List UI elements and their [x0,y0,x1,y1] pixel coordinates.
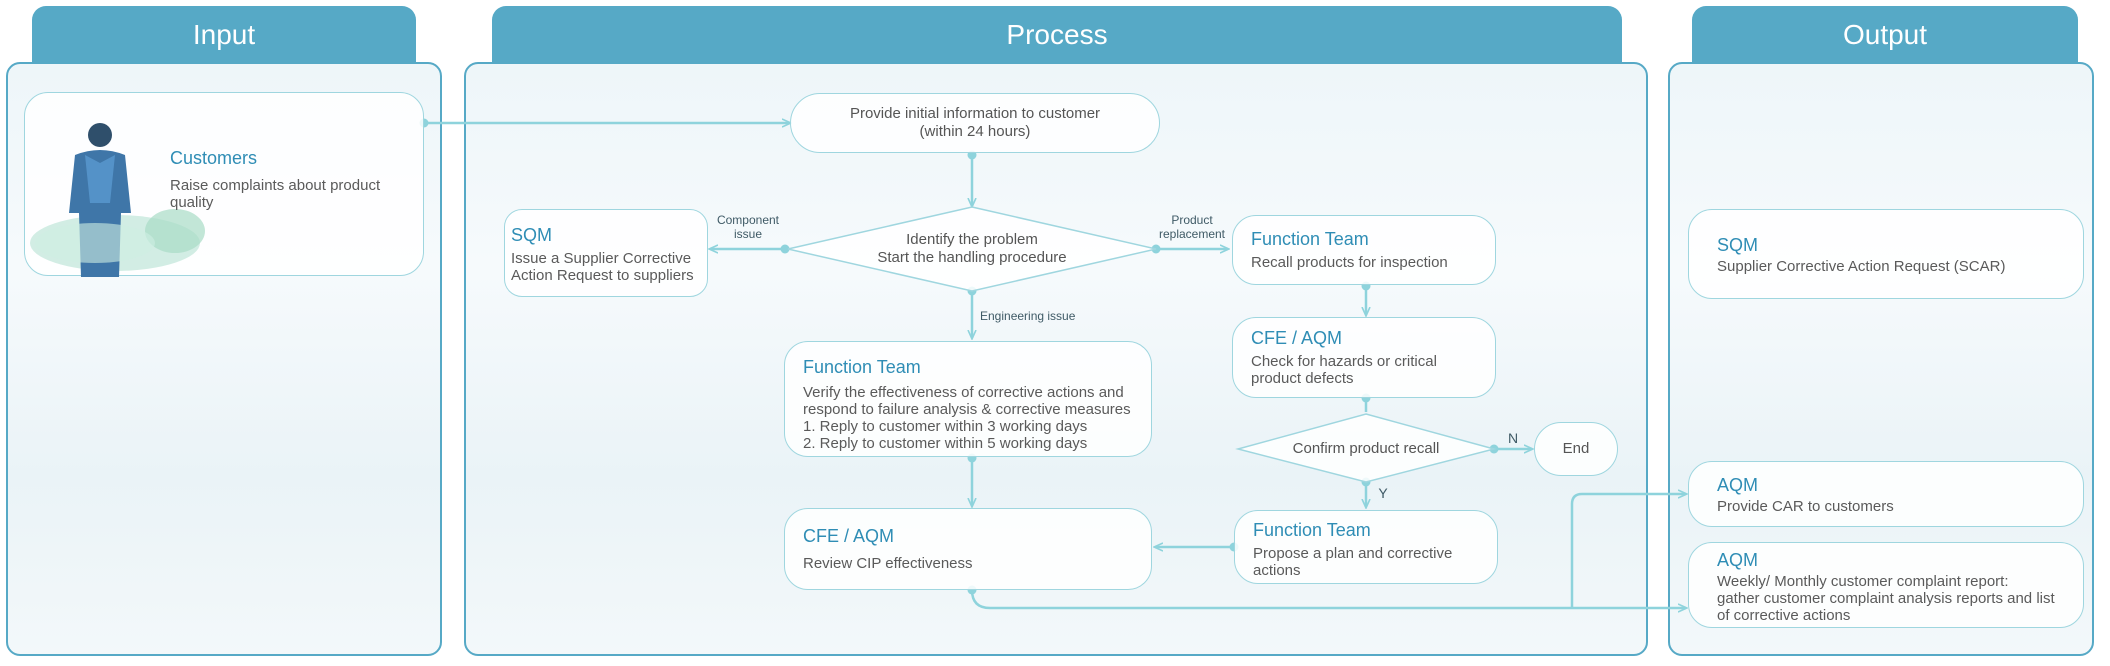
output-aqm-report-text: Weekly/ Monthly customer complaint repor… [1717,573,2055,624]
cfe-check-title: CFE / AQM [1251,328,1343,348]
function-verify-title: Function Team [803,357,921,377]
function-propose-text: Propose a plan and corrective actions [1253,545,1453,579]
function-recall-title: Function Team [1251,229,1369,249]
connector-review-to-report [970,589,1686,608]
customers-box: Customers Raise complaints about product… [24,92,424,277]
function-verify-line1: Verify the effectiveness of corrective a… [803,384,1124,401]
function-verify-line2: respond to failure analysis & corrective… [803,401,1131,418]
cfe-review-title: CFE / AQM [803,526,895,546]
function-propose-box: Function Team Propose a plan and correct… [1234,510,1498,584]
product-replacement-label: Product replacement [1158,213,1226,241]
function-recall-box: Function Team Recall products for inspec… [1232,215,1496,285]
confirm-recall-text: Confirm product recall [1292,440,1440,457]
function-verify-box: Function Team Verify the effectiveness o… [784,341,1152,457]
cfe-check-text: Check for hazards or critical product de… [1251,353,1437,387]
identify-problem-text: Identify the problem Start the handling … [832,231,1112,267]
output-sqm-title: SQM [1717,235,1759,255]
output-sqm-text: Supplier Corrective Action Request (SCAR… [1717,258,2006,275]
output-aqm-car-box: AQM Provide CAR to customers [1688,461,2084,527]
function-propose-title: Function Team [1253,520,1371,540]
output-sqm-box: SQM Supplier Corrective Action Request (… [1688,209,2084,299]
end-text: End [1562,440,1590,457]
output-column-header: Output [1692,6,2078,64]
no-label: N [1507,430,1519,446]
process-column-header: Process [492,6,1622,64]
output-aqm-report-title: AQM [1717,550,1759,570]
cfe-review-box: CFE / AQM Review CIP effectiveness [784,508,1152,590]
function-recall-text: Recall products for inspection [1251,254,1448,271]
provide-info-line2: (within 24 hours) [919,123,1031,140]
cfe-check-box: CFE / AQM Check for hazards or critical … [1232,317,1496,398]
connector-review-to-car [1570,494,1686,608]
sqm-process-text: Issue a Supplier Corrective Action Reque… [511,250,694,284]
cfe-review-text: Review CIP effectiveness [803,555,973,572]
businessman-figure-icon [30,123,205,277]
sqm-process-title: SQM [511,225,553,245]
customers-title: Customers [170,148,258,168]
yes-label: Y [1378,485,1388,501]
end-node: End [1534,422,1618,476]
output-aqm-report-box: AQM Weekly/ Monthly customer complaint r… [1688,542,2084,628]
function-verify-line3: 1. Reply to customer within 3 working da… [803,418,1088,435]
confirm-recall-diamond [1235,413,1497,483]
sqm-process-box: SQM Issue a Supplier Corrective Action R… [504,209,708,297]
provide-info-box: Provide initial information to customer … [790,93,1160,153]
output-aqm-car-text: Provide CAR to customers [1717,498,1894,515]
engineering-issue-label: Engineering issue [980,309,1076,323]
component-issue-label: Component issue [716,213,780,241]
provide-info-line1: Provide initial information to customer [849,105,1101,122]
identify-line1: Identify the problem [906,231,1038,248]
input-column-header: Input [32,6,416,64]
output-aqm-car-title: AQM [1717,475,1759,495]
identify-problem-diamond [787,206,1157,292]
customers-text: Raise complaints about product quality [170,177,381,211]
identify-line2: Start the handling procedure [877,249,1067,266]
function-verify-line4: 2. Reply to customer within 5 working da… [803,435,1088,452]
